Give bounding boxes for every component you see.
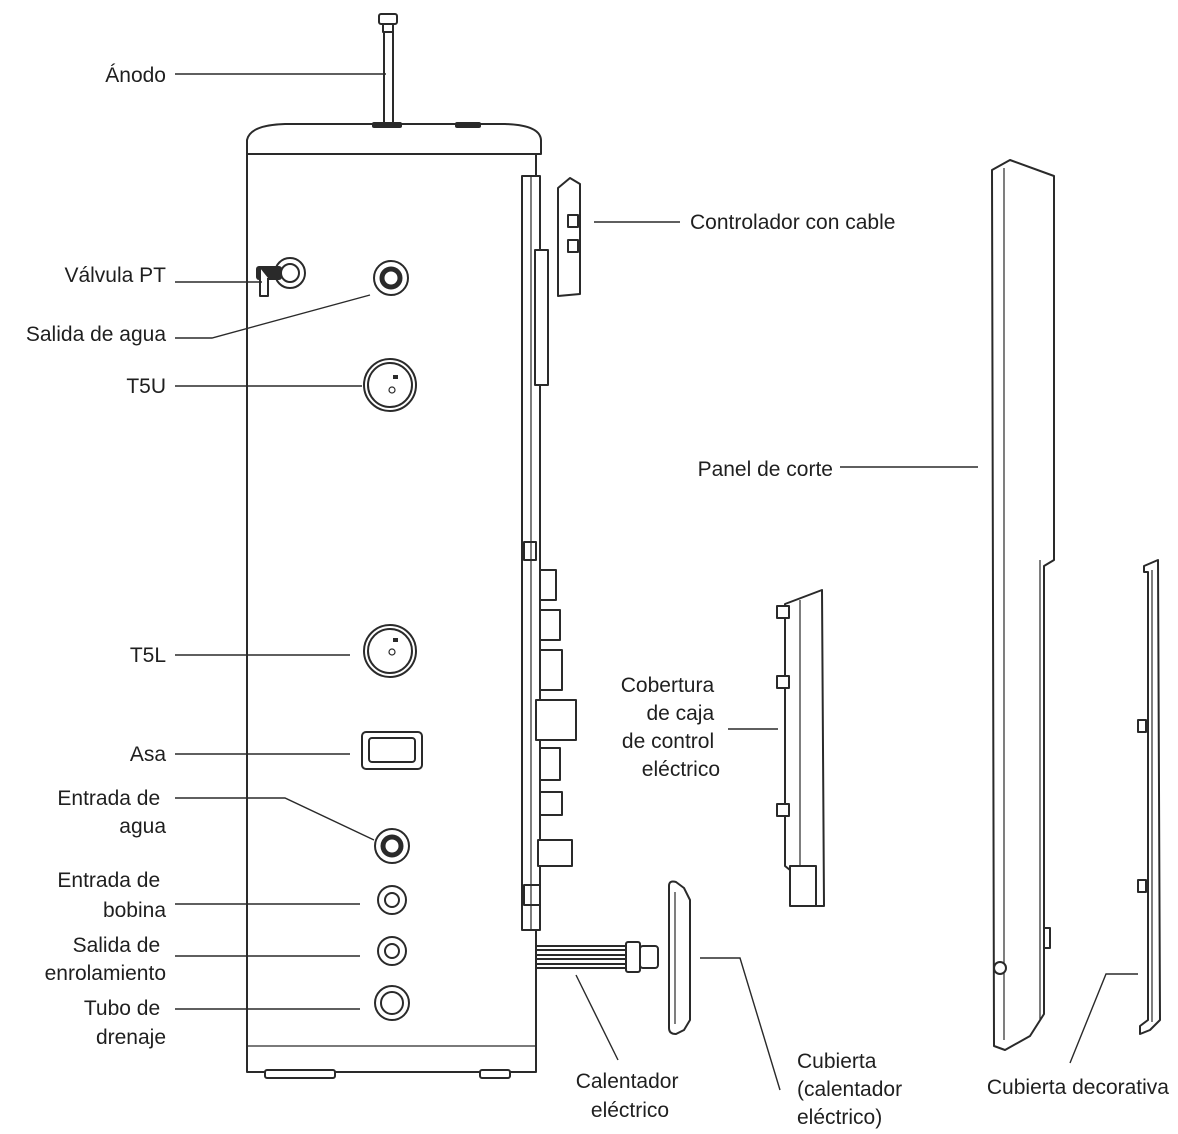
tank-top-cap [246, 123, 542, 155]
coil-outlet-port [377, 936, 407, 966]
labels: Ánodo Válvula PT Salida de agua T5U T5L … [26, 64, 1169, 1129]
decorative-cover [1137, 559, 1161, 1035]
drain-port [374, 985, 410, 1021]
control-box-cover [776, 589, 825, 907]
label-cubierta-calentador: Cubierta (calentador eléctrico) [797, 1050, 908, 1129]
label-asa: Asa [130, 743, 167, 766]
label-valvula-pt: Válvula PT [64, 264, 166, 287]
water-inlet-port [374, 828, 410, 864]
label-panel-corte: Panel de corte [698, 458, 833, 481]
pt-valve [256, 257, 306, 297]
tank [246, 13, 542, 1079]
label-entrada-agua: Entrada de agua [57, 787, 166, 838]
tank-body [246, 153, 537, 1073]
label-salida-enrolamiento: Salida de enrolamiento [45, 934, 166, 985]
heater-cover [668, 880, 691, 1035]
label-cubierta-decorativa: Cubierta decorativa [987, 1076, 1169, 1099]
anode-rod [378, 13, 398, 125]
t5u-sensor-port [363, 358, 417, 412]
coil-inlet-port [377, 885, 407, 915]
label-t5u: T5U [126, 375, 166, 398]
label-controlador: Controlador con cable [690, 211, 895, 234]
label-entrada-bobina: Entrada de bobina [57, 869, 166, 922]
label-calentador: Calentador eléctrico [576, 1070, 685, 1122]
label-salida-agua: Salida de agua [26, 323, 166, 346]
side-rail [521, 175, 577, 931]
label-t5l: T5L [130, 644, 166, 667]
label-cobertura: Cobertura de caja de control eléctrico [621, 674, 720, 781]
wired-controller [557, 177, 581, 297]
t5l-sensor-port [363, 624, 417, 678]
trim-panel [991, 159, 1055, 1051]
water-outlet-port [373, 260, 409, 296]
leader-lines [175, 73, 1138, 1091]
label-anodo: Ánodo [105, 64, 166, 87]
label-tubo-drenaje: Tubo de drenaje [84, 997, 166, 1049]
electric-heater [535, 941, 659, 973]
handle [361, 731, 423, 770]
